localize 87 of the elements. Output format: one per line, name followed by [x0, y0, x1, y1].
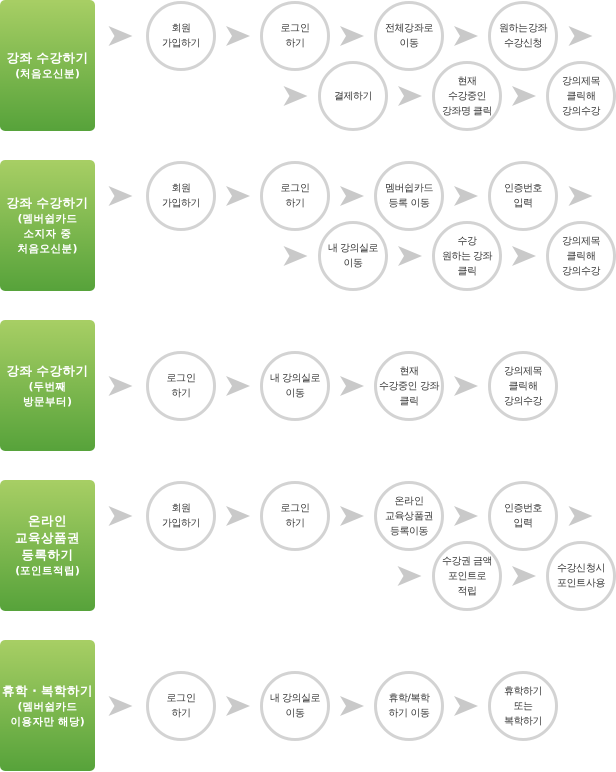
step-circle — [374, 1, 444, 71]
arrow — [226, 186, 250, 206]
step-circle — [488, 1, 558, 71]
step-label: 로그인 하기 — [280, 182, 310, 211]
arrow — [108, 376, 132, 396]
arrow — [398, 246, 422, 266]
step-label: 회원 가입하기 — [162, 182, 200, 211]
arrow — [108, 26, 132, 46]
step-circle — [432, 541, 502, 611]
arrow — [568, 186, 592, 206]
arrow — [340, 506, 364, 526]
category-note: (두번째 방문부터) — [23, 380, 72, 410]
step-circle — [318, 221, 388, 291]
arrow — [108, 506, 132, 526]
arrow — [454, 696, 478, 716]
step-circle — [318, 61, 388, 131]
arrow — [226, 506, 250, 526]
category-box — [0, 320, 95, 451]
category-note: (멤버쉽카드 소지자 중 처음오신분) — [18, 212, 78, 257]
category-note: (포인트적립) — [15, 564, 80, 579]
arrow — [568, 26, 592, 46]
category-box — [0, 160, 95, 291]
step-label: 내 강의실로 이동 — [328, 242, 378, 271]
step-circle — [432, 221, 502, 291]
arrow — [108, 696, 132, 716]
step-label: 내 강의실로 이동 — [270, 372, 320, 401]
step-label: 로그인 하기 — [280, 502, 310, 531]
step-circle — [488, 481, 558, 551]
step-label: 인증번호 입력 — [504, 502, 542, 531]
category-title: 강좌 수강하기 — [6, 194, 89, 211]
step-label: 원하는강좌 수강신청 — [499, 22, 547, 51]
step-circle — [546, 541, 616, 611]
step-circle — [432, 61, 502, 131]
step-label: 로그인 하기 — [280, 22, 310, 51]
arrow — [454, 26, 478, 46]
category-box — [0, 640, 95, 771]
arrow — [398, 566, 422, 586]
step-circle — [488, 161, 558, 231]
arrow — [398, 86, 422, 106]
arrow — [340, 26, 364, 46]
category-note: (처음오신분) — [15, 67, 80, 82]
arrow — [284, 246, 308, 266]
step-label: 내 강의실로 이동 — [270, 692, 320, 721]
step-label: 현재 수강중인 강좌 클릭 — [378, 364, 440, 408]
step-label: 로그인 하기 — [166, 372, 196, 401]
category-box — [0, 480, 95, 611]
step-label: 휴학하기 또는 복학하기 — [504, 684, 542, 728]
arrow — [226, 26, 250, 46]
step-label: 수강 원하는 강좌 클릭 — [442, 234, 492, 278]
category-title: 온라인 교육상품권 등록하기 — [15, 512, 80, 563]
step-label: 현재 수강중인 강좌명 클릭 — [442, 74, 492, 118]
arrow — [568, 506, 592, 526]
arrow — [108, 186, 132, 206]
arrow — [454, 506, 478, 526]
step-label: 휴학/복학 하기 이동 — [388, 692, 430, 721]
arrow — [512, 566, 536, 586]
step-label: 전체강좌로 이동 — [385, 22, 433, 51]
category-note: (멤버쉽카드 이용자만 해당) — [10, 700, 85, 730]
step-label: 인증번호 입력 — [504, 182, 542, 211]
step-label: 수강신청시 포인트사용 — [557, 562, 605, 591]
step-label: 결제하기 — [334, 90, 372, 104]
category-title: 강좌 수강하기 — [6, 362, 89, 378]
category-title: 강좌 수강하기 — [6, 49, 89, 66]
step-circle — [546, 61, 616, 131]
step-circle — [546, 221, 616, 291]
category-box — [0, 0, 95, 131]
step-label: 강의제목 클릭해 강의수강 — [504, 364, 542, 408]
arrow — [340, 376, 364, 396]
arrow — [454, 376, 478, 396]
step-label: 멤버쉽카드 등록 이동 — [385, 182, 433, 211]
step-label: 로그인 하기 — [166, 692, 196, 721]
step-label: 회원 가입하기 — [162, 502, 200, 531]
step-label: 강의제목 클릭해 강의수강 — [562, 74, 600, 118]
arrow — [340, 186, 364, 206]
arrow — [512, 246, 536, 266]
step-label: 회원 가입하기 — [162, 22, 200, 51]
arrow — [512, 86, 536, 106]
step-label: 수강권 금액 포인트로 적립 — [442, 554, 492, 598]
arrow — [340, 696, 364, 716]
step-label: 온라인 교육상품권 등록이동 — [385, 494, 433, 538]
arrow — [454, 186, 478, 206]
step-label: 강의제목 클릭해 강의수강 — [562, 234, 600, 278]
category-title: 휴학 · 복학하기 — [2, 682, 94, 698]
arrow — [226, 376, 250, 396]
arrow — [284, 86, 308, 106]
arrow — [226, 696, 250, 716]
step-circle — [374, 161, 444, 231]
